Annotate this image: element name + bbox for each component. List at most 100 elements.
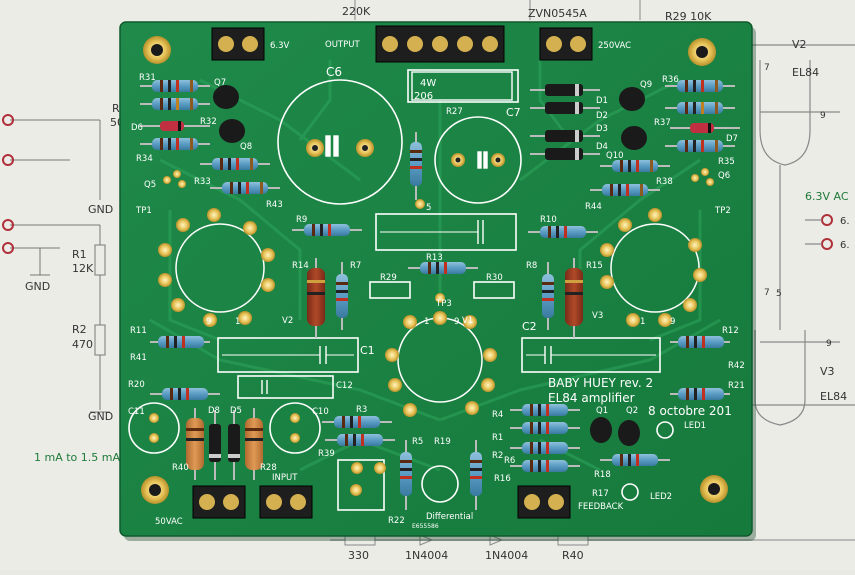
schematic-terminals [2, 114, 833, 254]
label-50vac: 50VAC [155, 517, 183, 527]
silkscreen-text: 6.3V OUTPUT 250VAC 50VAC INPUT FEEDBACK … [128, 40, 745, 530]
ref-c2: C2 [522, 320, 537, 333]
power-res-bottom: 206 [414, 91, 433, 102]
schematic-lines-left [10, 119, 110, 413]
ref-r44: R44 [585, 202, 602, 212]
label-input: INPUT [272, 473, 298, 483]
sch-v2-type: EL84 [792, 66, 819, 79]
sch-pin-9b: 9 [826, 339, 832, 349]
label-6v3: 6.3V [270, 41, 290, 51]
board-title-1: BABY HUEY rev. 2 [548, 376, 653, 390]
sch-r2v: 470 [72, 338, 93, 351]
ref-q8: Q8 [240, 142, 252, 152]
ref-pin1c: 1 [640, 317, 645, 327]
diodes [140, 84, 740, 480]
board-title-3: 8 octobre 201 [648, 404, 732, 418]
power-res-top: 4W [420, 78, 436, 89]
ref-r32: R32 [200, 117, 217, 127]
ref-d5: D5 [230, 406, 242, 416]
ref-led1: LED1 [684, 421, 706, 431]
sch-pin-9a: 9 [820, 111, 826, 121]
ref-q5: Q5 [144, 180, 156, 190]
ref-pin9c: 9 [670, 317, 675, 327]
sch-gnd1: GND [25, 280, 50, 293]
ref-v1: V1 [462, 316, 473, 326]
ref-r36: R36 [662, 75, 679, 85]
sch-pin-7b: 7 [764, 288, 770, 298]
small-pads [163, 168, 714, 496]
schematic-bottom [330, 0, 855, 546]
sch-220k: 220K [342, 5, 371, 18]
sch-gnd2: GND [88, 203, 113, 216]
sch-r1v: 12K [72, 262, 94, 275]
ref-r9: R9 [296, 215, 307, 225]
ref-r1: R1 [492, 433, 503, 443]
sch-v3-type: EL84 [820, 390, 847, 403]
ref-q7: Q7 [214, 78, 226, 88]
label-e655586: E655586 [412, 523, 439, 530]
transistors [213, 85, 647, 446]
ref-c6: C6 [326, 65, 342, 79]
ref-r38: R38 [656, 177, 673, 187]
ref-r7: R7 [350, 261, 361, 271]
ref-d6: D6 [131, 123, 143, 133]
sch-r2: R2 [72, 323, 87, 336]
ref-r20: R20 [128, 380, 145, 390]
ref-r31: R31 [139, 73, 156, 83]
ref-r30: R30 [486, 273, 503, 283]
ref-r22: R22 [388, 516, 405, 526]
mounting-holes [141, 36, 728, 504]
tube-sockets [158, 208, 707, 417]
ref-r16: R16 [494, 474, 511, 484]
ref-r10: R10 [540, 215, 557, 225]
ref-led2: LED2 [650, 492, 672, 502]
sch-330: 330 [348, 549, 369, 562]
sch-gnd3: GND [88, 410, 113, 423]
tan-resistors [186, 408, 263, 480]
blue-resistors [140, 80, 735, 510]
sch-d2: 1N4004 [485, 549, 528, 562]
sch-zvn: ZVN0545A [528, 7, 587, 20]
brown-resistors [307, 258, 583, 338]
label-output: OUTPUT [325, 40, 360, 50]
sch-r40: R40 [562, 549, 584, 562]
ref-r3: R3 [356, 405, 367, 415]
ref-r42: R42 [728, 361, 745, 371]
ref-d2: D2 [596, 111, 608, 121]
ref-r43: R43 [266, 200, 283, 210]
ref-r41: R41 [130, 353, 147, 363]
ref-r8: R8 [526, 261, 537, 271]
ref-r37: R37 [654, 118, 671, 128]
ref-pin1b: 1 [424, 317, 429, 327]
ref-r35: R35 [718, 157, 735, 167]
sch-d1: 1N4004 [405, 549, 448, 562]
ref-c10: C10 [312, 407, 329, 417]
big-cap-pads [149, 139, 505, 443]
sch-r1: R1 [72, 248, 87, 261]
ref-r39: R39 [318, 449, 335, 459]
ref-r27: R27 [446, 107, 463, 117]
sch-heater: 6.3V AC [805, 190, 849, 203]
ref-r40: R40 [172, 463, 189, 473]
terminal-blocks-top [211, 25, 593, 63]
ref-r28: R28 [260, 463, 277, 473]
label-differential: Differential [426, 512, 473, 522]
ref-r15: R15 [586, 261, 603, 271]
ref-r17: R17 [592, 489, 609, 499]
sch-pin-7a: 7 [764, 63, 770, 73]
ref-r34: R34 [136, 154, 153, 164]
ref-q1: Q1 [596, 406, 608, 416]
ref-v3: V3 [592, 311, 603, 321]
sch-r29: R29 10K [665, 10, 712, 23]
ref-tp3: TP3 [435, 299, 452, 309]
ref-r6: R6 [504, 456, 515, 466]
terminal-blocks-bottom [192, 485, 571, 519]
ref-r4: R4 [492, 410, 503, 420]
ref-pin1a: 1 [235, 317, 240, 327]
ref-c7: C7 [506, 106, 521, 119]
ref-d8: D8 [208, 406, 220, 416]
ref-d4: D4 [596, 142, 608, 152]
ref-r11: R11 [130, 326, 147, 336]
sch-frag-r: R [112, 102, 120, 115]
sch-v2: V2 [792, 38, 807, 51]
